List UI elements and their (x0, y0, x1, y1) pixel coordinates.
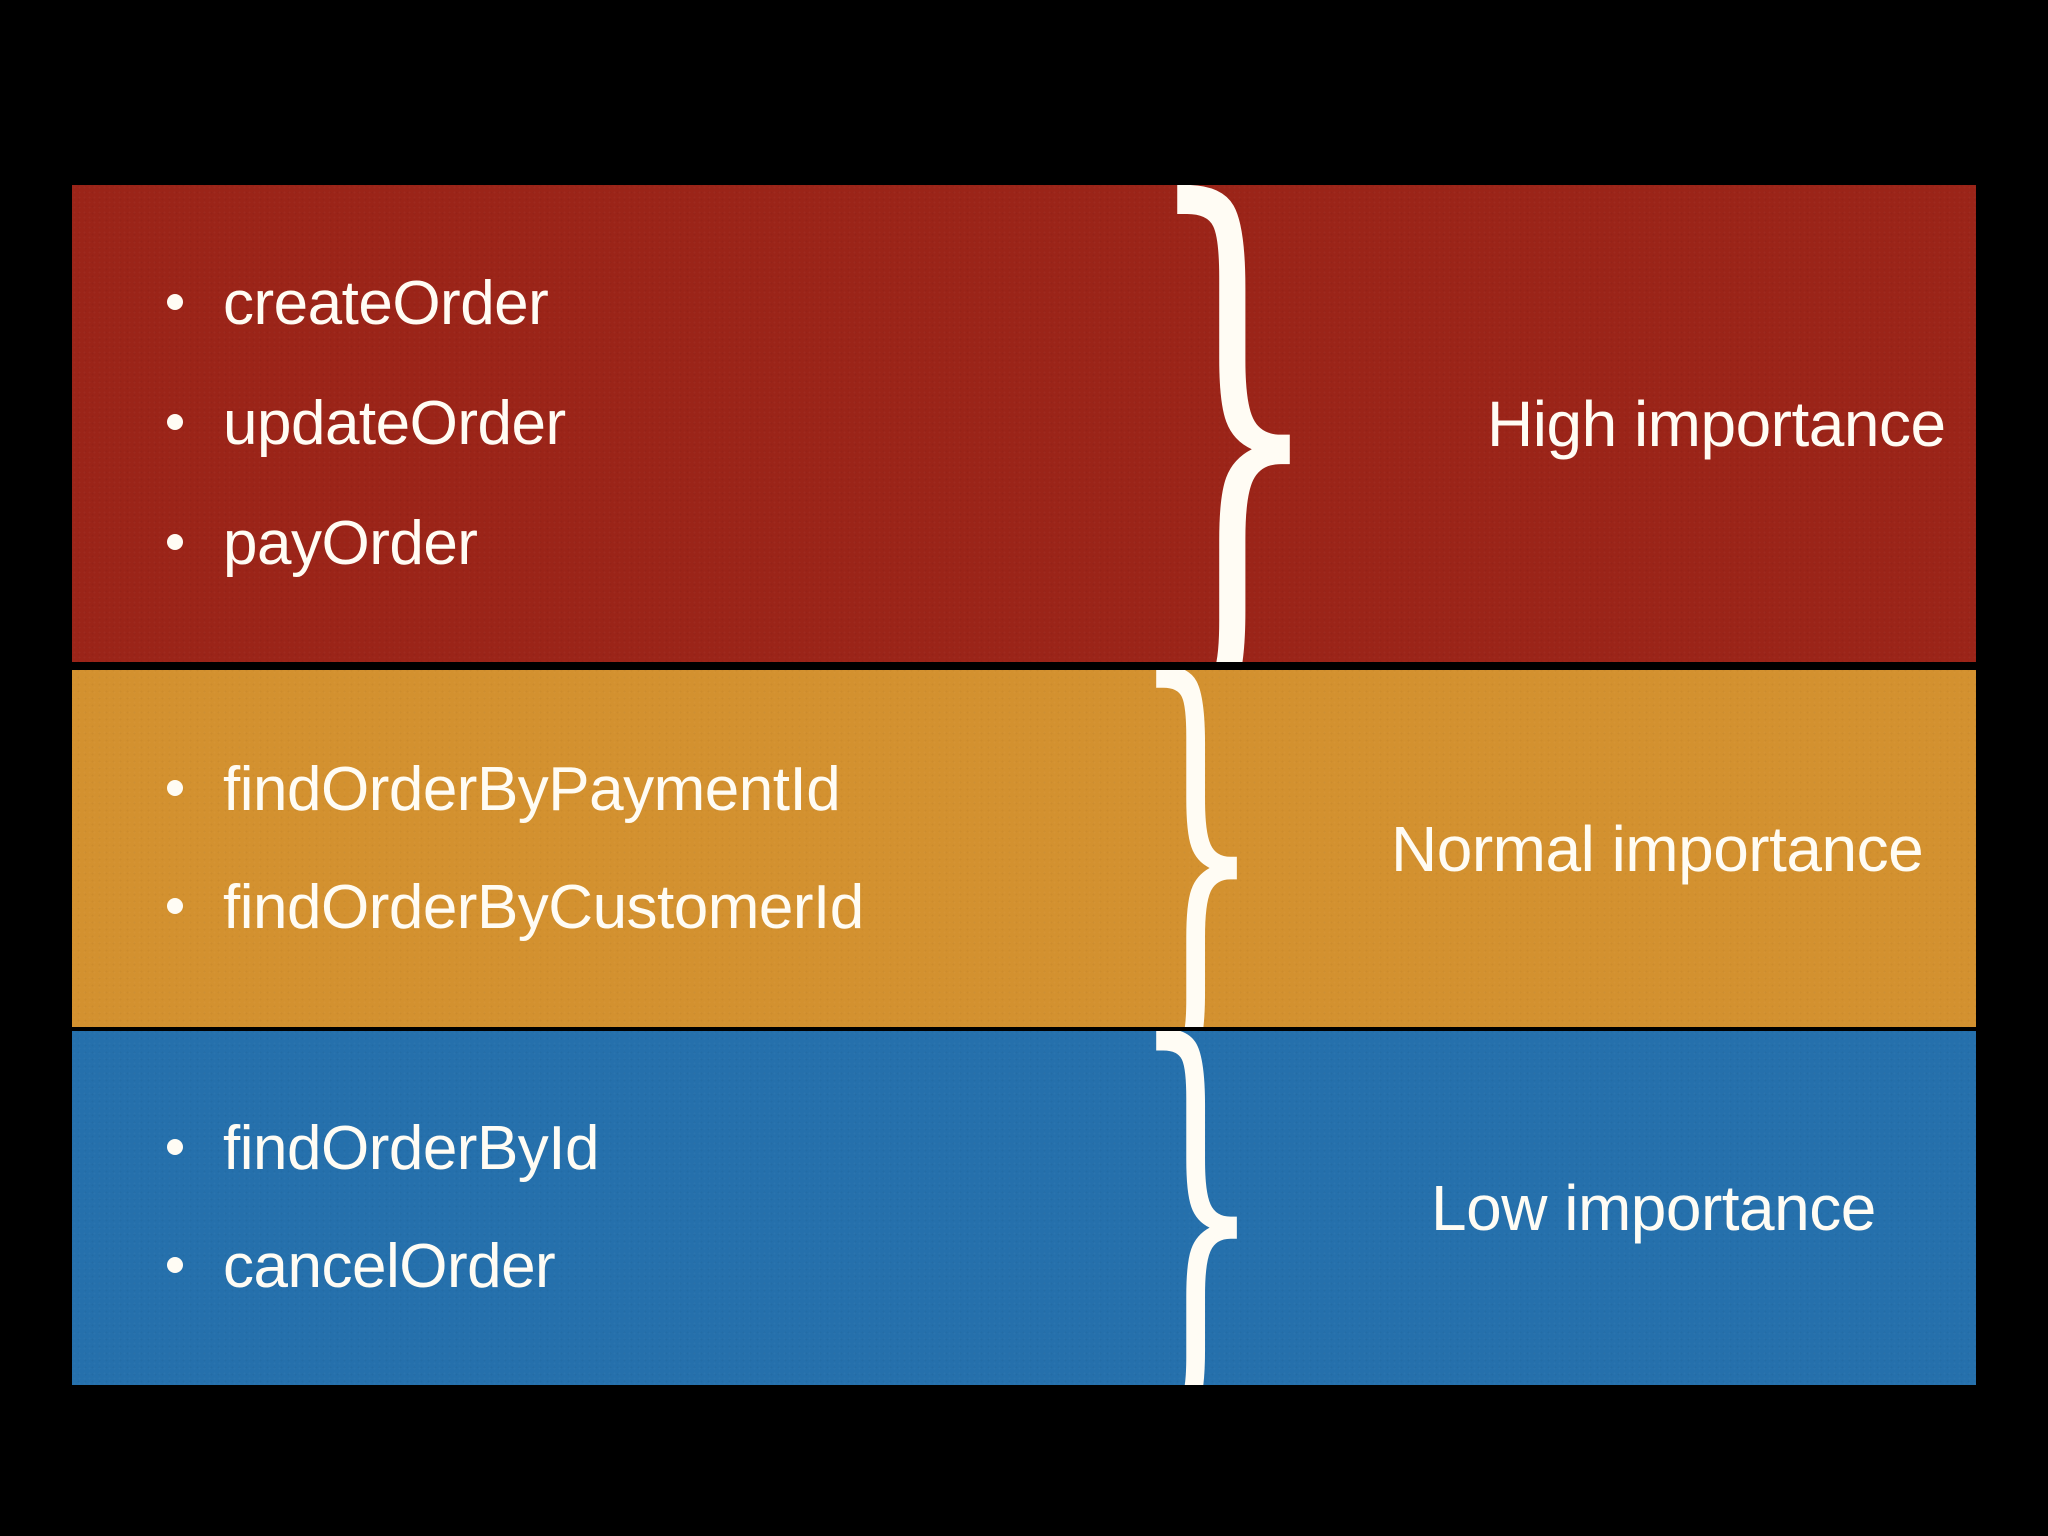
bullet-icon (167, 897, 183, 914)
band-low-item-list: findOrderById cancelOrder (72, 1031, 1082, 1385)
bullet-icon (167, 293, 183, 310)
band-low-importance: findOrderById cancelOrder } Low importan… (72, 1031, 1976, 1385)
list-item-label: findOrderByCustomerId (223, 872, 864, 942)
list-item-label: cancelOrder (223, 1232, 556, 1301)
list-item: createOrder (167, 268, 1082, 338)
importance-label: Low importance (1431, 1172, 1876, 1244)
list-item: findOrderById (167, 1118, 1082, 1180)
band-low-annotation: } Low importance (1082, 1031, 1976, 1385)
importance-label: High importance (1487, 387, 1946, 460)
band-normal-importance: findOrderByPaymentId findOrderByCustomer… (72, 670, 1976, 1027)
band-high-importance: createOrder updateOrder payOrder } High … (72, 185, 1976, 662)
bullet-icon (167, 1257, 183, 1273)
bullet-icon (167, 413, 183, 430)
list-item: payOrder (167, 508, 1082, 578)
bullet-icon (167, 533, 183, 550)
band-normal-annotation: } Normal importance (1082, 670, 1976, 1027)
list-item: cancelOrder (167, 1236, 1082, 1298)
curly-brace-icon: } (1130, 1031, 1263, 1385)
band-high-item-list: createOrder updateOrder payOrder (72, 185, 1082, 662)
list-item-label: findOrderById (223, 1114, 600, 1183)
bullet-icon (167, 1139, 183, 1155)
list-item: findOrderByCustomerId (167, 872, 1082, 942)
list-item: findOrderByPaymentId (167, 754, 1082, 824)
list-item: updateOrder (167, 388, 1082, 458)
list-item-label: updateOrder (223, 388, 566, 458)
band-high-annotation: } High importance (1082, 185, 1976, 662)
bullet-icon (167, 779, 183, 796)
importance-label: Normal importance (1391, 812, 1924, 885)
band-normal-item-list: findOrderByPaymentId findOrderByCustomer… (72, 670, 1082, 1027)
list-item-label: payOrder (223, 508, 478, 578)
curly-brace-icon: } (1130, 670, 1263, 1027)
list-item-label: createOrder (223, 268, 549, 338)
list-item-label: findOrderByPaymentId (223, 754, 841, 824)
curly-brace-icon: } (1140, 185, 1327, 662)
